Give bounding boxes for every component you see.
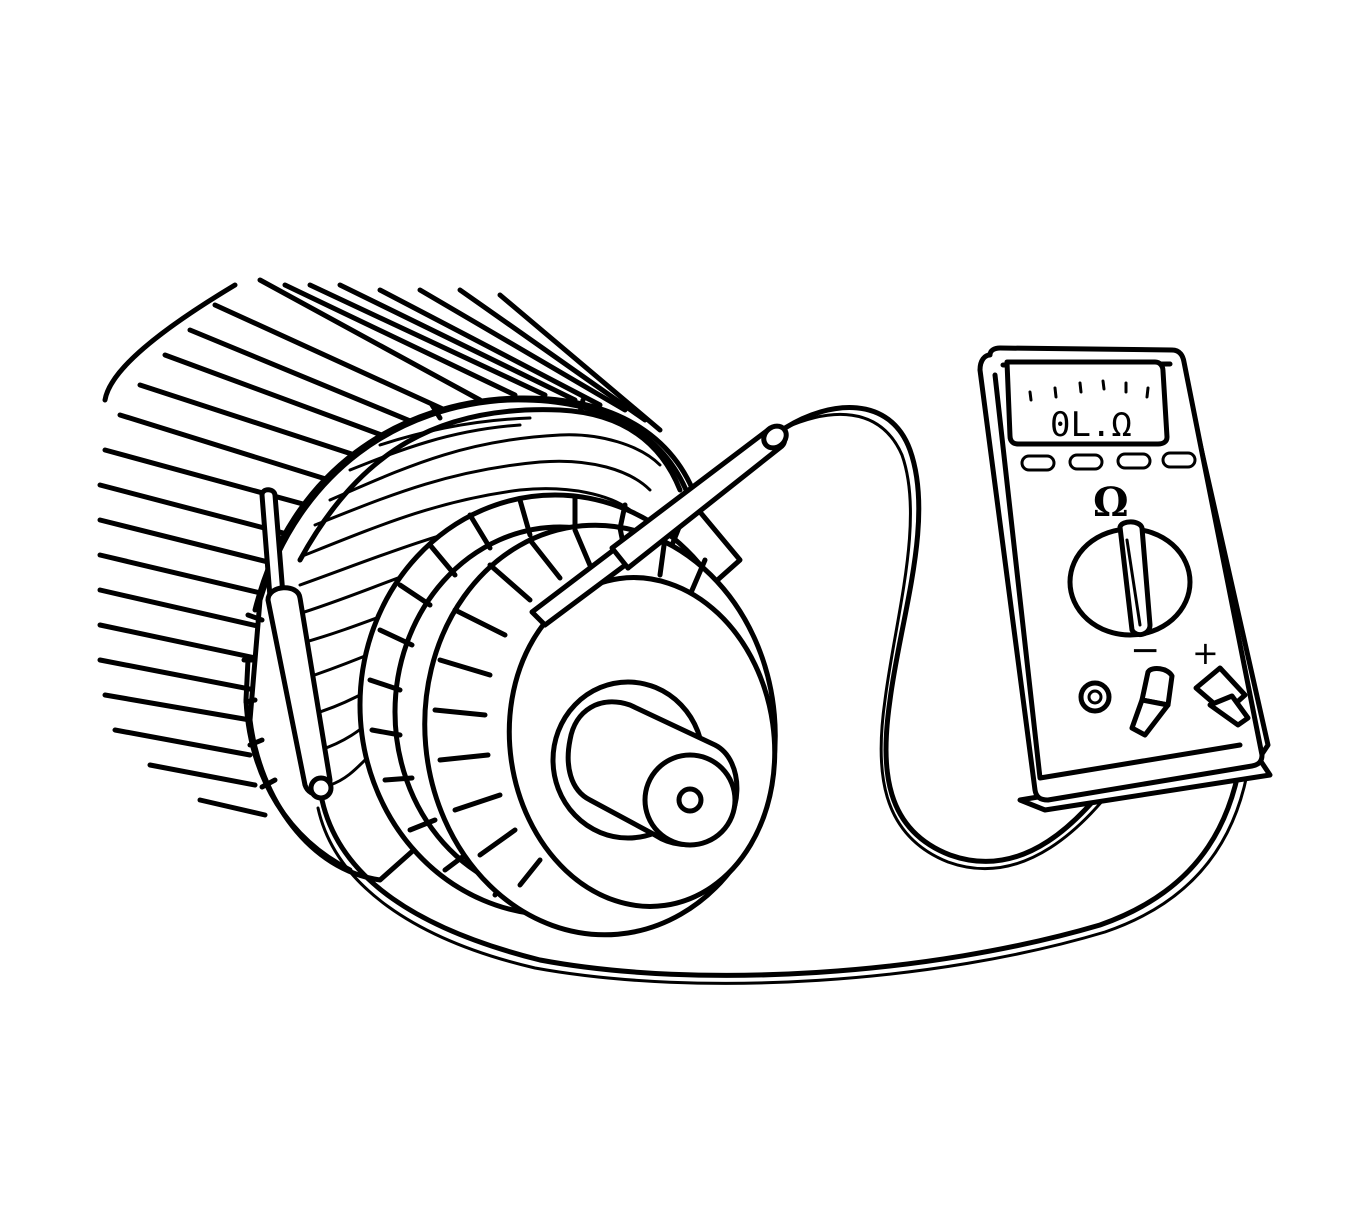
left-test-probe (259, 487, 334, 801)
negative-jack-label: − (1130, 630, 1160, 671)
button-1[interactable] (1020, 454, 1056, 472)
function-buttons (1020, 451, 1197, 472)
hub-segments (432, 525, 708, 888)
button-3[interactable] (1116, 452, 1152, 470)
armature-shaft (506, 575, 778, 909)
test-leads (316, 405, 1255, 985)
display-reading: 0L.Ω (1050, 405, 1132, 445)
ohm-symbol-label: Ω (1093, 479, 1129, 526)
commutator-segments (367, 494, 683, 908)
right-test-probe (529, 423, 789, 628)
positive-plug[interactable] (1193, 665, 1251, 728)
multimeter: 0L.Ω Ω − + (977, 345, 1273, 813)
negative-plug[interactable] (1129, 666, 1175, 738)
core-slot-lines (97, 277, 663, 818)
armature-core (97, 277, 663, 818)
winding-wires (293, 416, 662, 787)
lcd-display: 0L.Ω (1004, 359, 1170, 447)
positive-jack-label: + (1192, 634, 1219, 672)
button-2[interactable] (1068, 453, 1104, 471)
button-4[interactable] (1161, 451, 1197, 469)
rotary-dial-icon[interactable] (1067, 519, 1193, 638)
winding-ring-ticks (241, 397, 586, 790)
analog-scale-ticks (1028, 379, 1150, 402)
